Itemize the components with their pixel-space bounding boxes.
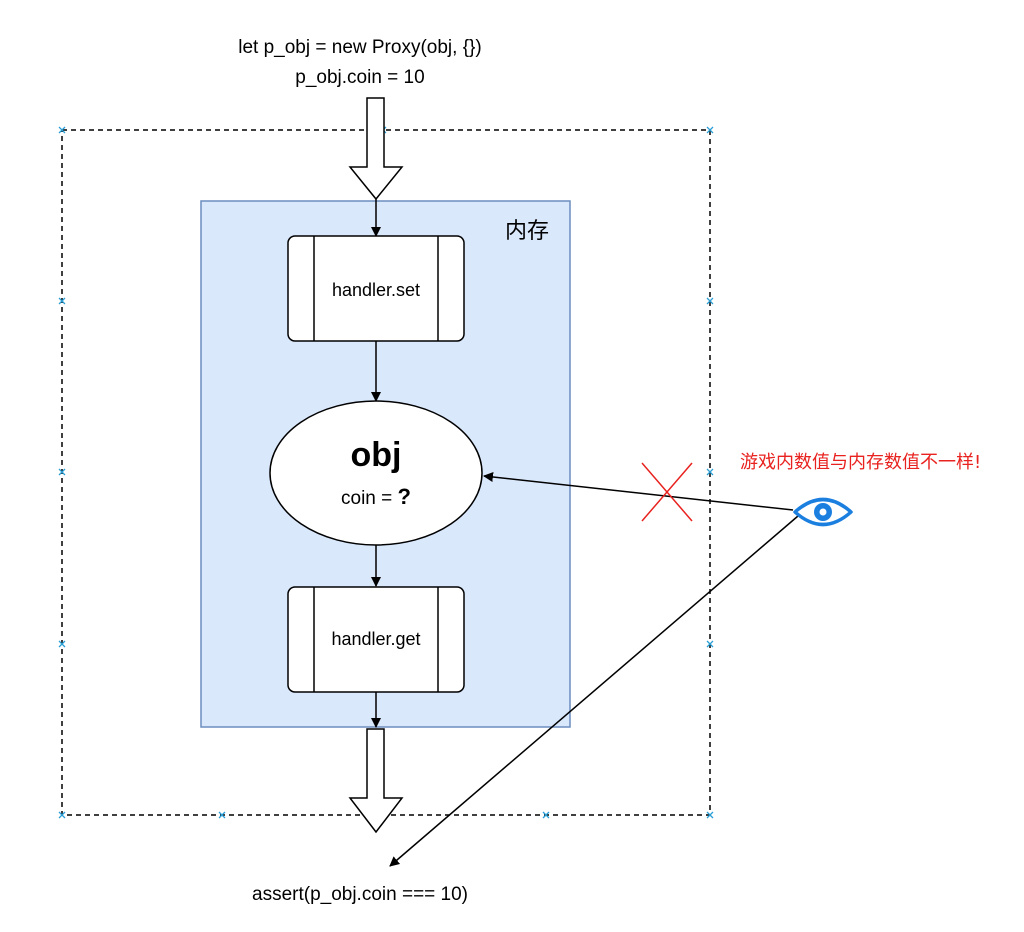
obj-field-value: ?: [397, 484, 411, 509]
proxy-code: let p_obj = new Proxy(obj, {}) p_obj.coi…: [190, 33, 530, 93]
obj-ellipse: [269, 400, 483, 546]
cross-icon: [641, 462, 693, 522]
obj-field-name: coin =: [341, 488, 398, 509]
boundary-handles: [58, 126, 714, 819]
handler-set-box: [287, 235, 465, 342]
handler-get-label: handler.get: [331, 629, 421, 649]
handler-get-box: [287, 586, 465, 693]
code-line-1: let p_obj = new Proxy(obj, {}): [238, 37, 482, 58]
eye-to-obj-arrow: [483, 472, 794, 511]
assert-label: assert(p_obj.coin === 10): [252, 884, 468, 905]
code-line-2: p_obj.coin = 10: [295, 67, 425, 88]
input-arrow: [348, 97, 404, 201]
warning-label: 游戏内数值与内存数值不一样!: [740, 452, 982, 473]
eye-to-assert-arrow: [389, 515, 799, 867]
obj-field: coin = ?: [270, 484, 482, 510]
eye-icon: [793, 497, 853, 527]
handler-set-label: handler.set: [331, 280, 421, 300]
memory-label: 内存: [505, 219, 550, 244]
output-arrow: [348, 728, 404, 834]
obj-title: obj: [350, 436, 402, 474]
